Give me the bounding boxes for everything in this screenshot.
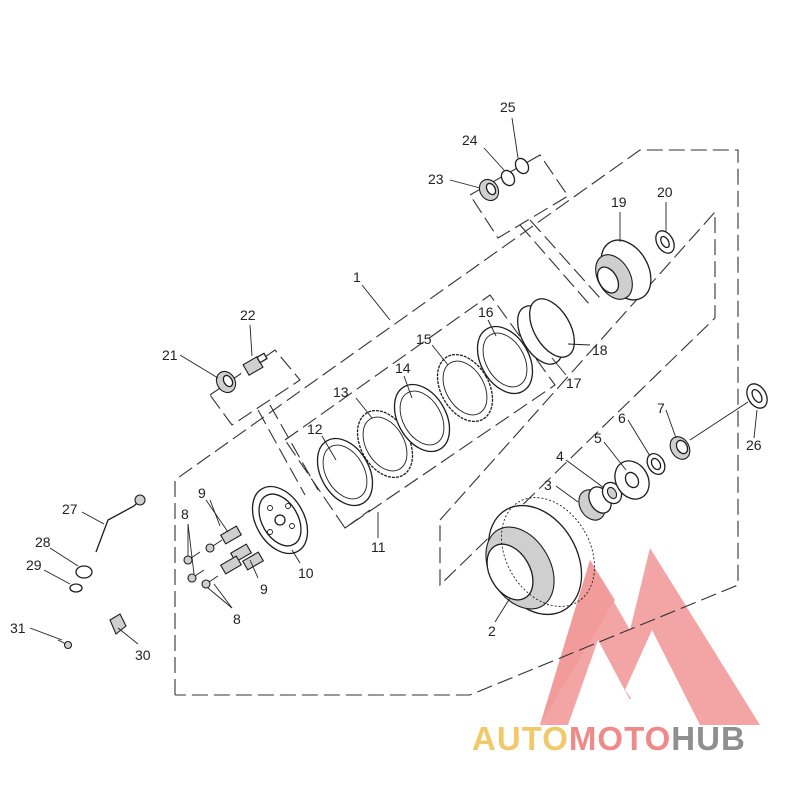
callout-8-upper: 8 <box>181 506 189 522</box>
callout-8-lower: 8 <box>233 611 241 627</box>
callout-4: 4 <box>556 448 564 464</box>
watermark-hub: HUB <box>671 720 746 757</box>
lever-part-27 <box>95 494 146 553</box>
callout-9-upper: 9 <box>198 485 206 501</box>
oring-part-29 <box>69 583 83 593</box>
bracket-part-30 <box>109 613 127 635</box>
pressure-plate-part <box>251 485 309 555</box>
callout-20: 20 <box>657 184 673 200</box>
clutch-plate-16 <box>476 325 534 395</box>
callout-2: 2 <box>488 623 496 639</box>
callout-11: 11 <box>371 539 386 555</box>
bolts-part-8 <box>183 539 223 589</box>
callout-18: 18 <box>592 342 608 358</box>
ring-part-18 <box>529 298 575 358</box>
springs-part-9 <box>219 525 265 575</box>
callout-19: 19 <box>611 194 627 210</box>
leader-lines <box>29 117 758 645</box>
callout-6: 6 <box>618 410 626 426</box>
nut-part-23 <box>478 178 500 202</box>
callout-25: 25 <box>500 99 516 115</box>
watermark-text: AUTOMOTOHUB <box>472 720 746 757</box>
washer-part-20 <box>655 230 675 254</box>
callout-27: 27 <box>62 501 78 517</box>
watermark-logo <box>540 548 760 725</box>
nut-part-7 <box>669 436 691 460</box>
callout-10: 10 <box>298 565 314 581</box>
washer-part-26 <box>746 383 768 409</box>
callout-5: 5 <box>594 430 602 446</box>
callout-7: 7 <box>657 400 665 416</box>
callout-3: 3 <box>544 477 552 493</box>
drive-plate-part <box>614 460 650 500</box>
clutch-plate-14 <box>393 383 451 453</box>
callout-31: 31 <box>10 620 26 636</box>
washer-part-25 <box>514 157 530 175</box>
callout-29: 29 <box>26 557 42 573</box>
clutch-hub-part <box>595 239 652 301</box>
watermark-moto: MOTO <box>569 720 671 757</box>
callout-21: 21 <box>162 347 178 363</box>
bolt-part-31 <box>57 639 73 650</box>
callout-26: 26 <box>746 437 762 453</box>
clutch-plate-15 <box>436 353 494 423</box>
callout-labels: 1 2 3 4 5 6 7 8 8 9 9 10 11 12 13 14 15 … <box>10 99 762 663</box>
callout-15: 15 <box>416 331 432 347</box>
callout-16: 16 <box>478 304 494 320</box>
washer-part-24 <box>500 169 516 187</box>
callout-28: 28 <box>35 534 51 550</box>
clutch-plate-12 <box>316 437 374 507</box>
callout-23: 23 <box>428 171 444 187</box>
bush-part-28 <box>75 565 93 579</box>
callout-13: 13 <box>333 384 349 400</box>
callout-9-lower: 9 <box>260 581 268 597</box>
callout-30: 30 <box>135 647 151 663</box>
watermark-auto: AUTO <box>472 720 569 757</box>
washer-part-6 <box>646 453 666 475</box>
callout-22: 22 <box>240 307 256 323</box>
svg-text:AUTOMOTOHUB: AUTOMOTOHUB <box>472 720 746 757</box>
callout-12: 12 <box>307 421 323 437</box>
clutch-basket-part <box>485 497 595 616</box>
nut-part-21 <box>215 370 237 394</box>
callout-17: 17 <box>566 375 582 391</box>
assembly-outline <box>174 149 739 696</box>
callout-1: 1 <box>353 269 361 285</box>
callout-14: 14 <box>395 360 411 376</box>
bolt-part-22 <box>242 352 268 376</box>
callout-24: 24 <box>462 132 478 148</box>
